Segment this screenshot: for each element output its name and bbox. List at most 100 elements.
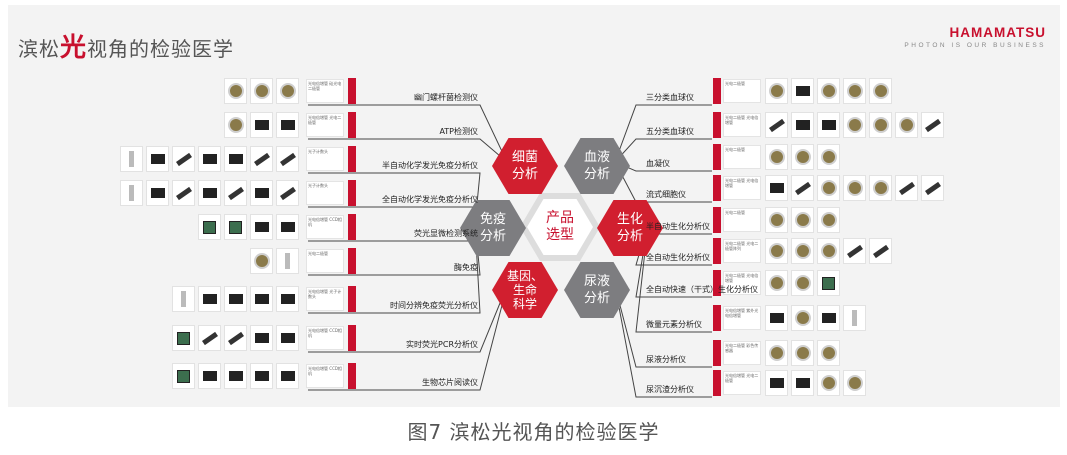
right-application-row: 光电倍增管 紫外光电倍增管微量元素分析仪 xyxy=(8,305,1060,333)
center-label: 产品 选型 xyxy=(546,210,574,243)
product-photo xyxy=(921,112,944,138)
product-tag xyxy=(348,146,356,172)
application-label: 尿液分析仪 xyxy=(646,355,686,364)
product-photo xyxy=(817,144,840,170)
product-tag xyxy=(348,112,356,138)
figure-caption: 图7 滨松光视角的检验医学 xyxy=(407,420,660,444)
application-label: 尿沉渣分析仪 xyxy=(646,385,694,394)
product-photo xyxy=(198,180,221,206)
product-photo xyxy=(172,325,195,351)
product-photo xyxy=(276,180,299,206)
product-thumbnails xyxy=(172,286,299,312)
product-photo xyxy=(895,112,918,138)
product-tag xyxy=(348,286,356,312)
product-photo xyxy=(250,214,273,240)
product-photo xyxy=(765,270,788,296)
application-label: 全自动化学发光免疫分析仪 xyxy=(382,195,478,204)
product-description: 光电倍增管 光子计数头 xyxy=(306,287,344,311)
title-highlight: 光 xyxy=(60,33,88,63)
product-photo xyxy=(250,248,273,274)
application-label: 微量元素分析仪 xyxy=(646,320,702,329)
product-thumbnails xyxy=(765,305,866,331)
product-thumbnails xyxy=(765,340,840,366)
left-application-row: 光子计数头半自动化学发光免疫分析仪 xyxy=(8,146,1060,174)
connector-line xyxy=(614,104,712,163)
product-description: 光子计数头 xyxy=(306,147,344,171)
product-photo xyxy=(817,305,840,331)
product-tag xyxy=(348,248,356,274)
product-photo xyxy=(921,175,944,201)
title-part-1: 滨松 xyxy=(18,37,60,61)
product-photo xyxy=(172,180,195,206)
product-tag xyxy=(348,363,356,389)
product-photo xyxy=(224,325,247,351)
product-photo xyxy=(250,146,273,172)
product-tag xyxy=(713,340,721,366)
product-description: 光电倍增管 CCD相机 xyxy=(306,364,344,388)
connector-line xyxy=(308,104,508,163)
product-photo xyxy=(172,363,195,389)
product-photo xyxy=(843,305,866,331)
product-photo xyxy=(198,325,221,351)
product-photo xyxy=(276,248,299,274)
product-photo xyxy=(869,112,892,138)
product-photo xyxy=(224,214,247,240)
product-photo xyxy=(843,78,866,104)
title-part-2: 视角的检验医学 xyxy=(87,37,235,61)
right-application-row: 光电二极管 光电倍增管五分类血球仪 xyxy=(8,112,1060,140)
product-photo xyxy=(817,78,840,104)
hex-biochem-label: 生化 分析 xyxy=(616,212,643,244)
product-photo xyxy=(817,112,840,138)
product-photo xyxy=(791,305,814,331)
product-photo xyxy=(843,112,866,138)
product-thumbnails xyxy=(224,78,299,104)
application-label: 时间分辨免疫荧光分析仪 xyxy=(390,301,478,310)
application-label: 五分类血球仪 xyxy=(646,127,694,136)
product-photo xyxy=(250,78,273,104)
product-description: 光电二极管 xyxy=(306,249,344,273)
product-photo xyxy=(146,146,169,172)
product-photo xyxy=(843,370,866,396)
product-tag xyxy=(713,270,721,296)
product-photo xyxy=(791,238,814,264)
product-thumbnails xyxy=(172,363,299,389)
product-thumbnails xyxy=(765,112,944,138)
right-application-row: 光电倍增管 光电二极管尿沉渣分析仪 xyxy=(8,370,1060,398)
left-application-row: 光电倍增管 CCD相机生物芯片阅读仪 xyxy=(8,363,1060,391)
product-photo xyxy=(791,370,814,396)
application-label: 幽门螺杆菌检测仪 xyxy=(414,93,478,102)
product-photo xyxy=(276,325,299,351)
product-thumbnails xyxy=(224,112,299,138)
application-label: 三分类血球仪 xyxy=(646,93,694,102)
hex-urine: 尿液 分析 xyxy=(564,262,630,318)
poster: 滨松光视角的检验医学 HAMAMATSU PHOTON IS OUR BUSIN… xyxy=(8,5,1060,407)
product-photo xyxy=(791,340,814,366)
product-photo xyxy=(765,144,788,170)
product-tag xyxy=(713,305,721,331)
product-tag xyxy=(713,112,721,138)
application-label: 半自动化学发光免疫分析仪 xyxy=(382,161,478,170)
product-photo xyxy=(276,112,299,138)
product-photo xyxy=(146,180,169,206)
brand-name: HAMAMATSU xyxy=(949,25,1046,40)
product-photo xyxy=(224,112,247,138)
product-photo xyxy=(791,270,814,296)
product-photo xyxy=(224,180,247,206)
product-photo xyxy=(895,175,918,201)
product-description: 光电二极管 光电倍增管 xyxy=(723,113,761,137)
product-photo xyxy=(765,207,788,233)
product-photo xyxy=(843,175,866,201)
product-thumbnails xyxy=(765,175,944,201)
product-thumbnails xyxy=(765,144,840,170)
product-photo xyxy=(765,305,788,331)
product-description: 光电二极管 xyxy=(723,145,761,169)
product-photo xyxy=(869,175,892,201)
product-description: 光子计数头 xyxy=(306,181,344,205)
product-photo xyxy=(765,238,788,264)
connector-line xyxy=(308,138,508,163)
product-photo xyxy=(276,286,299,312)
product-tag xyxy=(348,78,356,104)
product-tag xyxy=(713,144,721,170)
right-application-row: 光电二极管 光电二极管阵列全自动生化分析仪 xyxy=(8,238,1060,266)
